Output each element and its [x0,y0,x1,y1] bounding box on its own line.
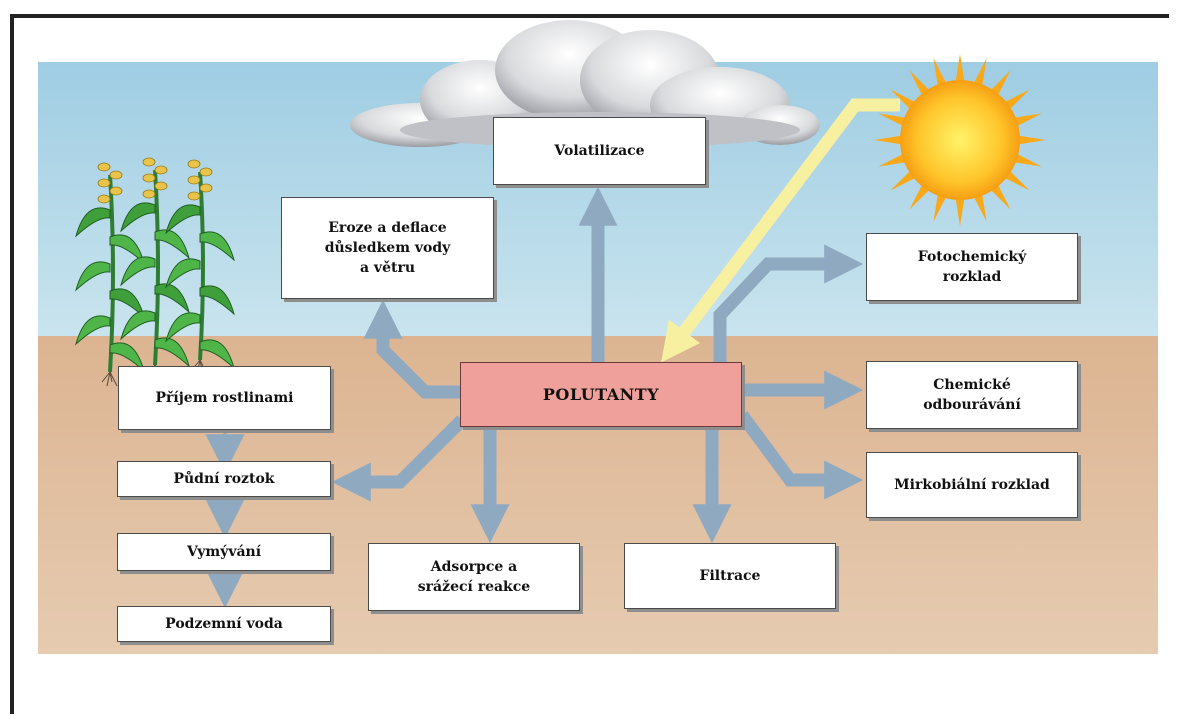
plant-uptake-box: Příjem rostlinami [118,366,331,430]
plant-leaf [199,285,235,316]
arrow-photochemical [713,244,864,365]
pollutants-center-box: POLUTANTY [460,362,742,427]
leaching-box: Vymývání [117,533,331,571]
photochemical-box: Fotochemický rozklad [866,233,1078,301]
chemical-box: Chemické odbourávání [866,361,1078,429]
plant-grain [109,186,123,196]
plant-root [106,371,111,387]
plant-root [101,371,111,383]
plant-grain [142,173,156,183]
plant-icon [75,157,235,387]
arrow-soil-solution [331,415,467,502]
plant-leaf [120,202,156,233]
filtration-box: Filtrace [624,543,836,609]
volatilization-box: Volatilizace [493,117,706,185]
plant-leaf [75,261,111,292]
arrow-microbial [736,411,864,500]
sun-ray [878,113,910,128]
groundwater-box: Podzemní voda [117,606,331,642]
plant-leaf [165,204,201,235]
soil-solution-box: Půdní roztok [117,461,331,497]
plant-leaf [165,312,201,343]
plant-leaf [120,256,156,287]
sun-ray [955,54,965,86]
plant-grain [97,178,111,188]
plant-grain [97,162,111,172]
erosion-box: Eroze a deflace důsledkem vody a větru [281,197,494,299]
plant-stem [198,171,205,361]
plant-grain [199,183,213,193]
plant-root [109,371,118,387]
plant-grain [154,181,168,191]
plant-grain [187,175,201,185]
plant-grain [142,189,156,199]
plant-grain [187,159,201,169]
plant-leaf [75,207,111,238]
plant-grain [142,157,156,167]
sun-ray [1010,152,1042,167]
sun-ray [933,58,948,90]
sun-ray [955,194,965,226]
adsorption-box: Adsorpce a srážecí reakce [368,543,580,611]
sun-ray [972,58,987,90]
sun-ray [878,152,910,167]
sun-ray [1010,113,1042,128]
sun-ray [933,190,948,222]
arrow-solution-uptake-head [213,432,237,445]
sun-ray [1014,135,1046,145]
plant-grain [154,165,168,175]
plant-leaf [165,258,201,289]
plant-leaf [120,310,156,341]
sun-ray-arrow [661,98,900,363]
plant-leaf [199,231,235,262]
microbial-box: Mirkobiální rozklad [866,452,1078,518]
plant-grain [97,194,111,204]
plant-grain [109,170,123,180]
plant-leaf [75,315,111,346]
sun-ray [972,190,987,222]
arrow-erosion [363,299,462,399]
plant-grain [187,191,201,201]
sun-ray [874,135,906,145]
sun-icon [874,54,1046,226]
plant-grain [199,167,213,177]
